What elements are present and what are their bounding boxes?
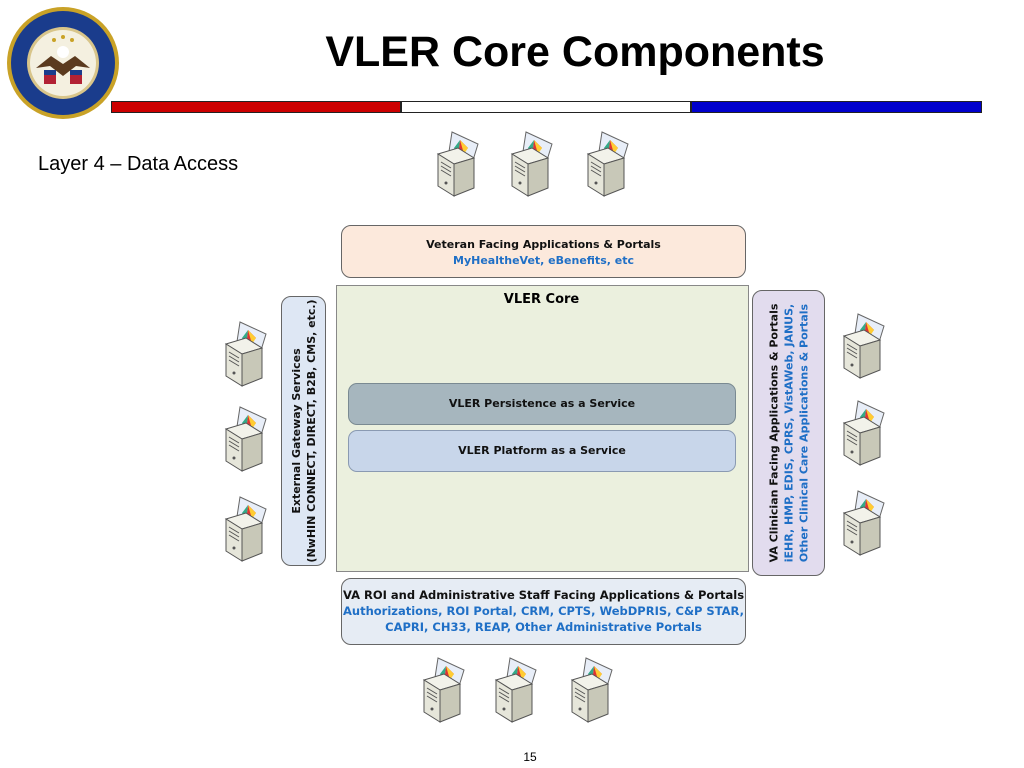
- layer-label: Layer 4 – Data Access: [38, 153, 239, 175]
- page-title: VLER Core Components: [325, 28, 825, 76]
- server-icon: [836, 397, 892, 467]
- external-gateway-box: External Gateway Services (NwHIN CONNECT…: [281, 296, 326, 566]
- server-icon: [836, 487, 892, 557]
- server-icon: [564, 654, 620, 724]
- server-icon: [836, 310, 892, 380]
- persistence-service-label: VLER Persistence as a Service: [448, 397, 636, 410]
- admin-facing-box: VA ROI and Administrative Staff Facing A…: [341, 578, 746, 645]
- server-icon: [504, 128, 560, 198]
- header-stripe-red: [111, 101, 401, 113]
- server-icon: [580, 128, 636, 198]
- clinician-facing-examples-1: iEHR, HMP, EDIS, CPRS, VistAWeb, JANUS,: [782, 303, 795, 563]
- server-icon: [218, 403, 274, 473]
- platform-service-box: VLER Platform as a Service: [348, 430, 736, 472]
- clinician-facing-box: VA Clinician Facing Applications & Porta…: [752, 290, 825, 576]
- clinician-facing-title: VA Clinician Facing Applications & Porta…: [767, 303, 780, 563]
- external-gateway-title: External Gateway Services: [289, 348, 303, 514]
- persistence-service-box: VLER Persistence as a Service: [348, 383, 736, 425]
- external-gateway-text: External Gateway Services (NwHIN CONNECT…: [289, 299, 319, 562]
- veteran-facing-box: Veteran Facing Applications & Portals My…: [341, 225, 746, 278]
- page-number: 15: [523, 750, 537, 764]
- admin-facing-examples-2: CAPRI, CH33, REAP, Other Administrative …: [385, 620, 702, 634]
- vler-core-title: VLER Core: [503, 292, 580, 307]
- va-seal-logo: [7, 7, 119, 119]
- server-icon: [218, 493, 274, 563]
- server-icon: [416, 654, 472, 724]
- header-stripe-blue: [691, 101, 982, 113]
- admin-facing-examples-1: Authorizations, ROI Portal, CRM, CPTS, W…: [343, 604, 744, 618]
- vler-core-box: [336, 285, 749, 572]
- server-icon: [218, 318, 274, 388]
- clinician-facing-examples-2: Other Clinical Care Applications & Porta…: [797, 303, 810, 563]
- server-icon: [430, 128, 486, 198]
- platform-service-label: VLER Platform as a Service: [458, 444, 626, 457]
- server-icon: [488, 654, 544, 724]
- veteran-facing-title: Veteran Facing Applications & Portals: [426, 238, 661, 251]
- clinician-facing-text: VA Clinician Facing Applications & Porta…: [766, 304, 811, 563]
- admin-facing-title: VA ROI and Administrative Staff Facing A…: [342, 588, 745, 602]
- external-gateway-examples: (NwHIN CONNECT, DIRECT, B2B, CMS, etc.): [304, 299, 318, 563]
- veteran-facing-examples: MyHealtheVet, eBenefits, etc: [453, 254, 634, 267]
- header-stripe-white: [401, 101, 691, 113]
